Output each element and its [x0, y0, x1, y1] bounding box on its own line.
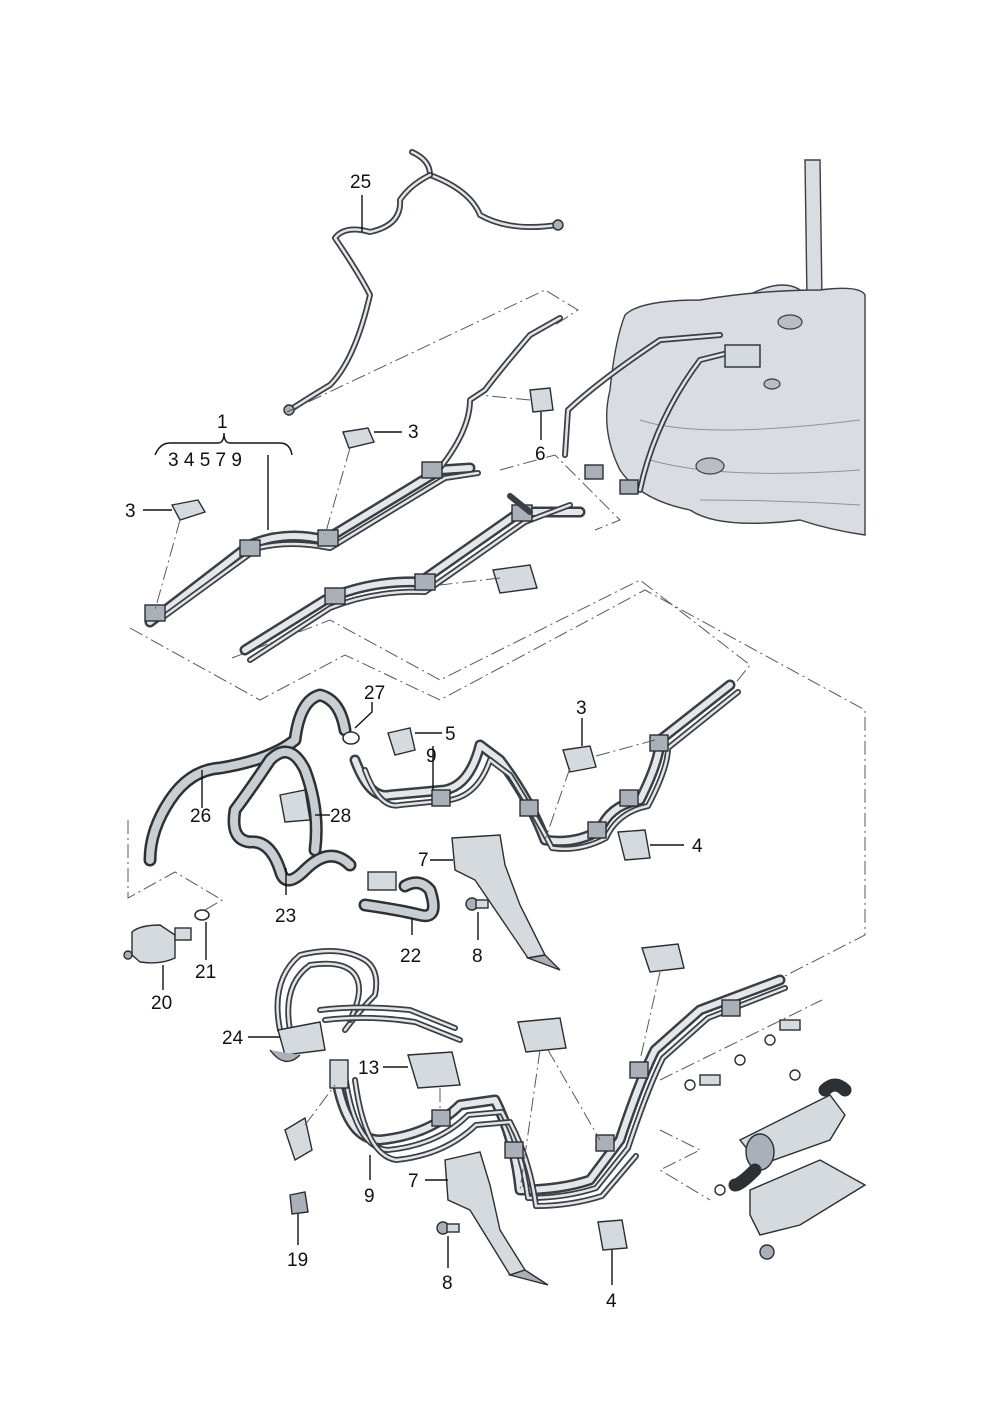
label-22: 22	[400, 946, 421, 967]
hose-22	[358, 871, 440, 923]
bracket-lower-left	[284, 1116, 313, 1162]
clip-lower-b	[641, 943, 685, 973]
part-labels: 25 1 3 4 5 7 9 3 3 6 27 5 9 3 4 7 8 22 2…	[125, 172, 703, 1312]
clamp-27	[342, 731, 360, 745]
clip-upper-b	[492, 564, 538, 594]
dash-clip-lower-a2	[547, 1049, 601, 1141]
clip-lower-a	[517, 1017, 567, 1053]
label-8-b: 8	[442, 1273, 453, 1294]
label-3-a: 3	[125, 501, 136, 522]
clip-3-a	[170, 499, 207, 521]
label-1-subparts: 3 4 5 7 9	[168, 450, 242, 471]
dashed-boundary-lower-right-b	[658, 1129, 711, 1201]
upper-pipe-bundle-b	[239, 493, 586, 663]
label-24: 24	[222, 1028, 244, 1049]
label-5: 5	[445, 724, 456, 745]
filter-assembly-lower-right	[684, 1019, 867, 1260]
leader-lines	[143, 195, 684, 1285]
clip-13	[407, 1051, 461, 1089]
dashed-boundary-middle	[129, 589, 866, 1001]
label-7-a: 7	[418, 850, 429, 871]
label-7-b: 7	[408, 1171, 419, 1192]
label-23: 23	[275, 906, 296, 927]
dash-clip-a	[154, 519, 181, 611]
label-13: 13	[358, 1058, 379, 1079]
clamp-21	[194, 909, 210, 921]
dash-clip-c	[595, 739, 656, 757]
clip-3-b	[342, 427, 375, 449]
label-20: 20	[151, 993, 172, 1014]
bolt-8-a	[465, 897, 489, 911]
label-3-c: 3	[576, 698, 587, 719]
grommet-19	[289, 1191, 309, 1215]
dash-bracket-lower	[304, 1084, 336, 1126]
bracket-28	[279, 789, 311, 823]
label-1: 1	[217, 412, 228, 433]
middle-pipe-bundle	[349, 679, 741, 852]
dashed-boundary-upper	[286, 289, 579, 413]
pipe-group-24	[269, 948, 463, 1063]
dash-clip-c2	[544, 767, 571, 841]
clip-4-b	[597, 1219, 628, 1251]
label-6: 6	[535, 444, 546, 465]
dashed-boundary-tank	[499, 454, 621, 531]
label-4-b: 4	[606, 1291, 617, 1312]
bolt-8-b	[436, 1221, 460, 1235]
dashed-boundary-lower-right-a	[659, 999, 823, 1081]
fuel-tank	[562, 159, 866, 536]
label-9-a: 9	[426, 746, 437, 767]
label-25: 25	[350, 172, 371, 193]
upper-pipe-bundle-a	[144, 315, 563, 628]
hose-23	[227, 745, 357, 887]
lower-pipe-bundle	[329, 974, 788, 1209]
hose-26	[143, 688, 352, 867]
clip-5	[387, 727, 416, 756]
dash-clip-b	[324, 447, 351, 536]
guard-7-b	[444, 1151, 549, 1286]
guard-7-a	[451, 834, 561, 971]
label-9-b: 9	[364, 1186, 375, 1207]
label-19: 19	[287, 1250, 308, 1271]
label-21: 21	[195, 962, 216, 983]
dash-clip-upper-b	[439, 577, 501, 586]
label-4-a: 4	[692, 836, 703, 857]
label-26: 26	[190, 806, 211, 827]
dashed-boundary-inner	[231, 579, 751, 691]
label-8-a: 8	[472, 946, 483, 967]
pipe-25	[283, 149, 564, 416]
label-3-b: 3	[408, 422, 419, 443]
clip-4-a	[617, 829, 651, 861]
label-27: 27	[364, 683, 385, 704]
clip-6	[529, 387, 554, 413]
dashed-boundary-filter	[127, 820, 223, 911]
clip-3-c	[562, 745, 597, 773]
dash-clip-lower-b	[639, 971, 661, 1061]
dash-clip-6	[479, 394, 531, 401]
label-28: 28	[330, 806, 351, 827]
fuel-filter-20	[123, 924, 192, 964]
